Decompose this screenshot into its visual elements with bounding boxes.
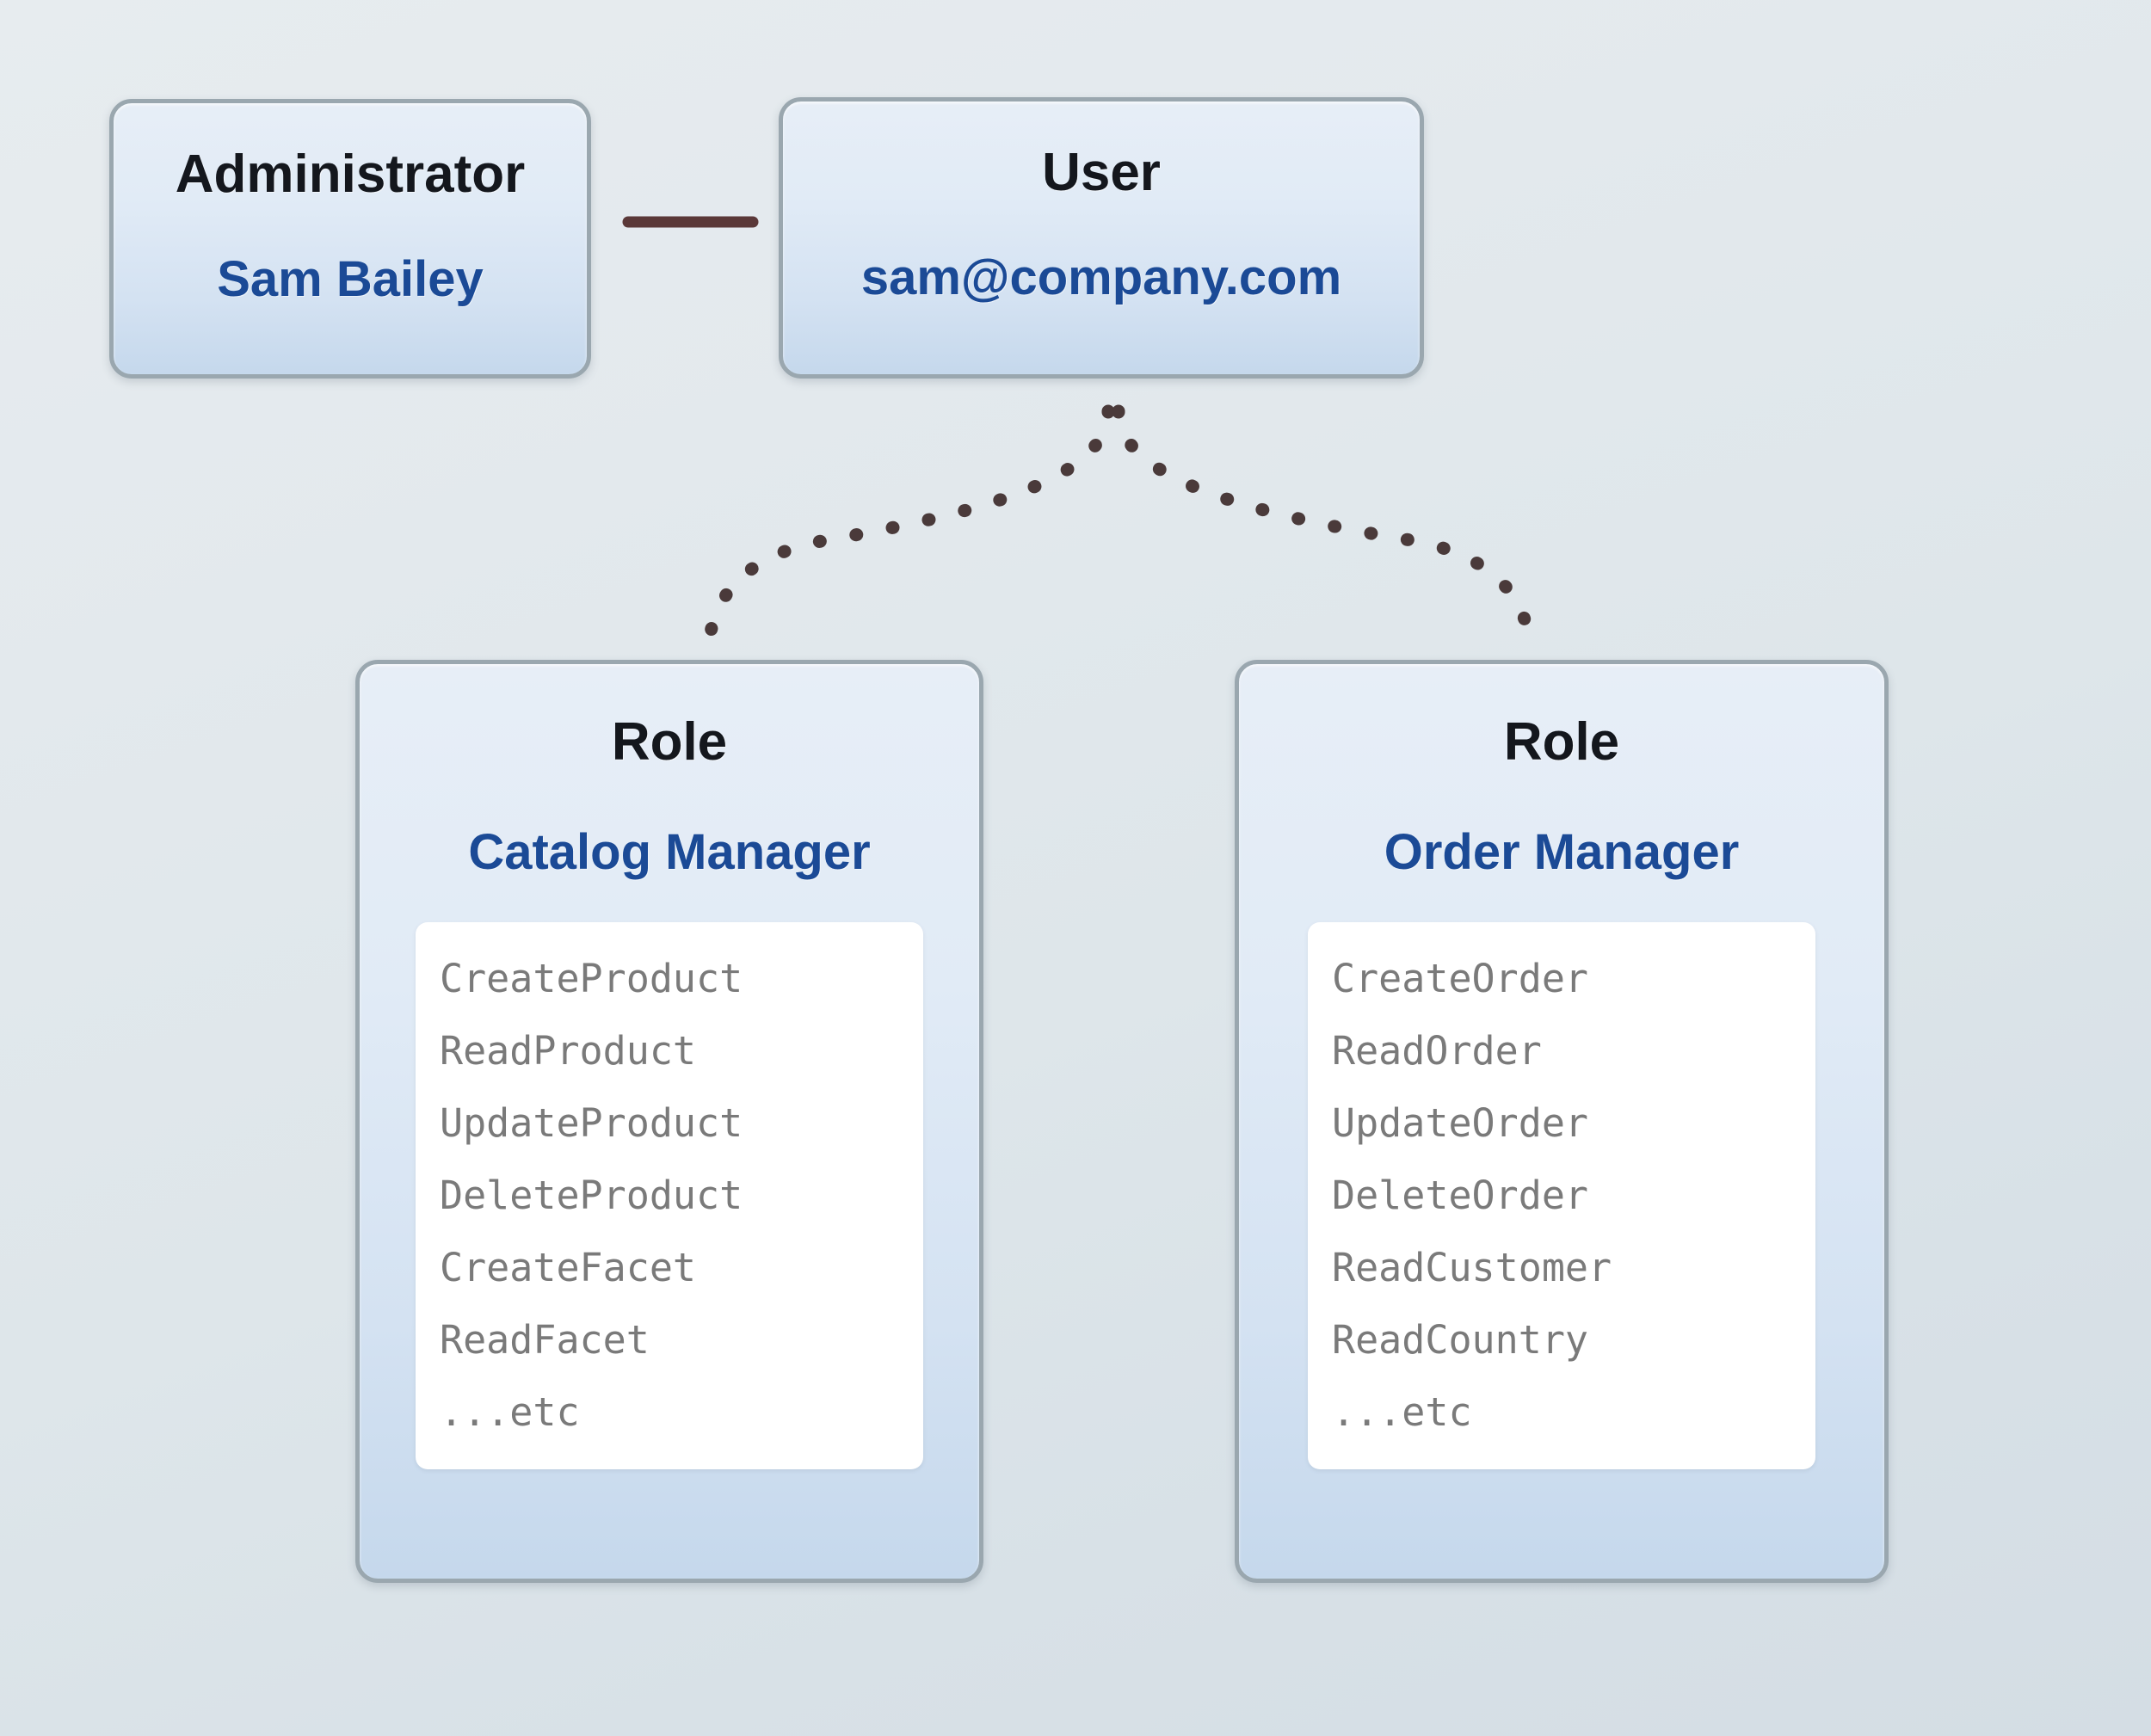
user-email-value: sam@company.com xyxy=(860,249,1342,305)
connector-user-role-1 xyxy=(1112,404,1537,650)
permission-item: ReadCustomer xyxy=(1332,1245,1612,1290)
role-node-catalog-manager[interactable]: Role Catalog Manager CreateProduct ReadP… xyxy=(355,660,983,1583)
permission-item: DeleteOrder xyxy=(1332,1173,1589,1218)
administrator-type-label: Administrator xyxy=(175,145,526,204)
permission-panel: CreateProduct ReadProduct UpdateProduct … xyxy=(416,922,923,1469)
permission-item: DeleteProduct xyxy=(440,1173,743,1218)
role-name-value: Order Manager xyxy=(1384,824,1740,880)
user-type-label: User xyxy=(1042,143,1161,202)
permission-item: CreateFacet xyxy=(440,1245,697,1290)
role-type-label: Role xyxy=(1503,712,1620,772)
administrator-name-value: Sam Bailey xyxy=(217,251,484,307)
permission-item: ReadFacet xyxy=(440,1317,650,1363)
permission-item: UpdateProduct xyxy=(440,1100,743,1146)
role-name-value: Catalog Manager xyxy=(468,824,871,880)
permission-item: ReadProduct xyxy=(440,1028,697,1074)
permission-item: ReadCountry xyxy=(1332,1317,1589,1363)
permission-item: ReadOrder xyxy=(1332,1028,1542,1074)
permission-item: ...etc xyxy=(440,1389,580,1435)
role-node-order-manager[interactable]: Role Order Manager CreateOrder ReadOrder… xyxy=(1235,660,1889,1583)
permission-item: CreateProduct xyxy=(440,956,743,1001)
role-type-label: Role xyxy=(611,712,728,772)
permission-item: CreateOrder xyxy=(1332,956,1589,1001)
permission-item: UpdateOrder xyxy=(1332,1100,1589,1146)
permission-item: ...etc xyxy=(1332,1389,1472,1435)
administrator-node[interactable]: Administrator Sam Bailey xyxy=(109,99,591,379)
user-node[interactable]: User sam@company.com xyxy=(779,97,1424,379)
connector-user-role-0 xyxy=(702,404,1115,650)
permission-panel: CreateOrder ReadOrder UpdateOrder Delete… xyxy=(1308,922,1815,1469)
